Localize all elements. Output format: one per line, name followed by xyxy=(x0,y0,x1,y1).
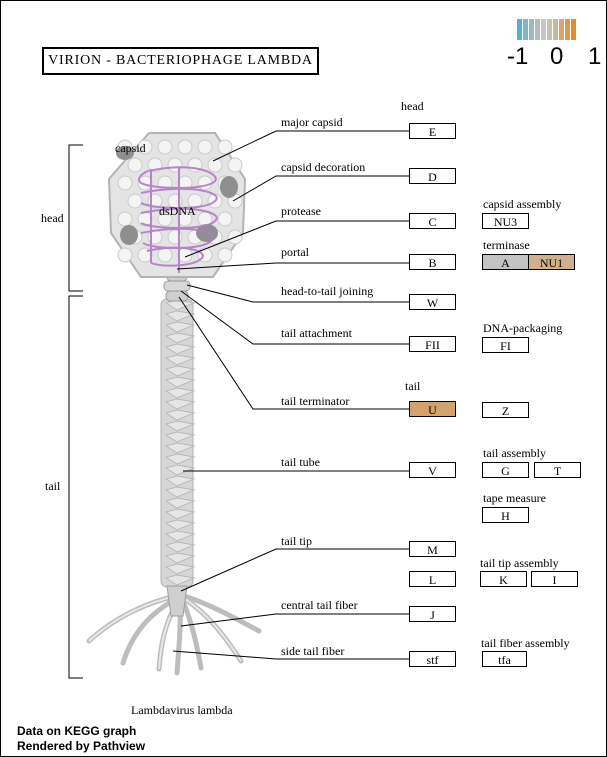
gene-node-FII[interactable]: FII xyxy=(409,336,456,352)
gene-node-U[interactable]: U xyxy=(409,401,456,417)
legend-label-max: 1 xyxy=(588,43,602,70)
gene-node-J[interactable]: J xyxy=(409,606,456,622)
component-label-portal: portal xyxy=(281,245,309,259)
gene-node-W[interactable]: W xyxy=(409,294,456,310)
diagram-title: VIRION - BACTERIOPHAGE LAMBDA xyxy=(42,47,319,75)
component-label-tail-tube: tail tube xyxy=(281,455,320,469)
legend-color-step xyxy=(540,19,546,40)
group-label-capsid-assembly: capsid assembly xyxy=(483,197,562,211)
gene-node-NU1[interactable]: NU1 xyxy=(528,254,575,270)
gene-node-NU3[interactable]: NU3 xyxy=(482,213,529,229)
gene-node-H[interactable]: H xyxy=(482,507,529,523)
leader-lines xyxy=(172,130,409,660)
legend-color-step xyxy=(546,19,552,40)
legend-color-step xyxy=(534,19,540,40)
component-label-capsid-decoration: capsid decoration xyxy=(281,160,366,174)
gene-node-B[interactable]: B xyxy=(409,254,456,270)
component-label-head-to-tail-joining: head-to-tail joining xyxy=(281,284,374,298)
tail-tube xyxy=(160,298,196,617)
group-label-dna-packaging: DNA-packaging xyxy=(483,321,563,335)
gene-node-tfa[interactable]: tfa xyxy=(482,651,527,667)
component-label-tail-terminator: tail terminator xyxy=(281,394,350,408)
legend-color-step xyxy=(558,19,564,40)
gene-node-V[interactable]: V xyxy=(409,462,456,478)
tail-column-header: tail xyxy=(405,379,421,393)
component-label-tail-attachment: tail attachment xyxy=(281,326,352,340)
legend-color-step xyxy=(552,19,558,40)
tail-bracket xyxy=(68,295,83,679)
component-label-central-tail-fiber: central tail fiber xyxy=(281,598,358,612)
group-label-tail-fiber-assembly: tail fiber assembly xyxy=(481,636,570,650)
component-label-tail-tip: tail tip xyxy=(281,534,312,548)
gene-node-FI[interactable]: FI xyxy=(482,337,529,353)
gene-node-I[interactable]: I xyxy=(531,571,578,587)
gene-node-G[interactable]: G xyxy=(482,462,529,478)
component-label-major-capsid: major capsid xyxy=(281,115,343,129)
gene-node-K[interactable]: K xyxy=(480,571,527,587)
legend-color-step xyxy=(522,19,528,40)
group-label-tail-tip-assembly: tail tip assembly xyxy=(480,556,559,570)
gene-node-A[interactable]: A xyxy=(482,254,529,270)
gene-node-L[interactable]: L xyxy=(409,571,456,587)
gene-node-stf[interactable]: stf xyxy=(409,651,456,667)
component-label-protease: protease xyxy=(281,204,321,218)
group-label-tail-assembly: tail assembly xyxy=(483,446,546,460)
group-label-terminase: terminase xyxy=(483,238,530,252)
legend-label-mid: 0 xyxy=(550,43,564,70)
gene-node-M[interactable]: M xyxy=(409,541,456,557)
footer-data-source: Data on KEGG graph xyxy=(17,724,137,738)
gene-node-C[interactable]: C xyxy=(409,213,456,229)
tail-region-label: tail xyxy=(45,479,61,493)
dsdna-label: dsDNA xyxy=(159,204,196,218)
head-bracket xyxy=(68,144,83,292)
dsdna-coil xyxy=(138,166,218,273)
gene-node-Z[interactable]: Z xyxy=(482,402,529,418)
legend-color-step xyxy=(564,19,570,40)
group-label-tape-measure: tape measure xyxy=(483,491,546,505)
head-column-header: head xyxy=(401,99,424,113)
capsid-label: capsid xyxy=(115,141,146,155)
head-region-label: head xyxy=(41,211,64,225)
legend-label-min: -1 xyxy=(507,43,529,70)
species-label: Lambdavirus lambda xyxy=(131,703,233,717)
legend-color-step xyxy=(570,19,576,40)
gene-node-E[interactable]: E xyxy=(409,123,456,139)
legend-color-step xyxy=(516,19,522,40)
legend-color-step xyxy=(528,19,534,40)
gene-node-D[interactable]: D xyxy=(409,168,456,184)
footer-rendered-by: Rendered by Pathview xyxy=(17,739,146,753)
component-label-side-tail-fiber: side tail fiber xyxy=(281,644,345,658)
gene-node-T[interactable]: T xyxy=(534,462,581,478)
